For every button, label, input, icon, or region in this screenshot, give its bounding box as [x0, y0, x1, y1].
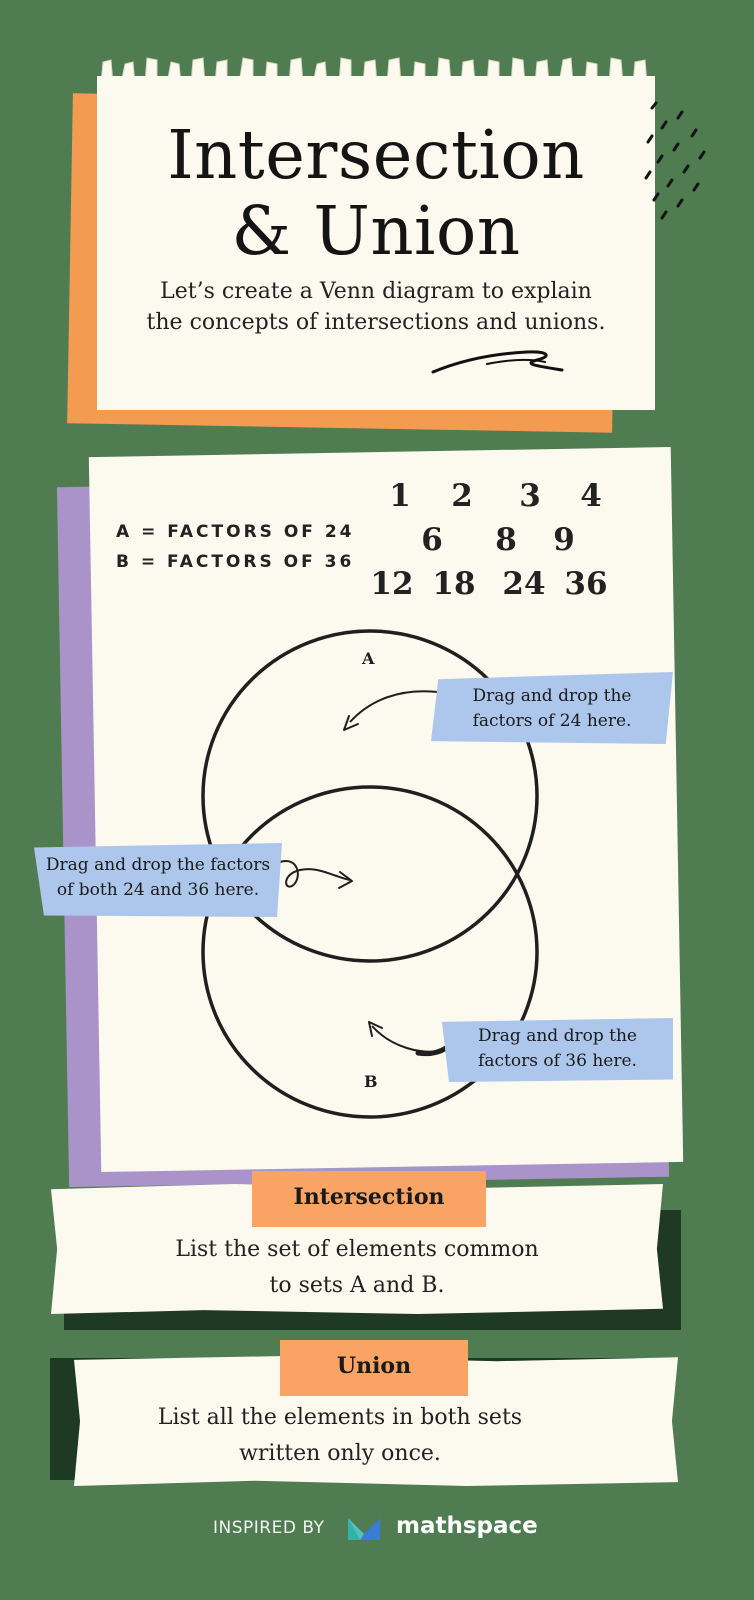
circle-a[interactable]	[201, 629, 539, 963]
mathspace-logo-icon	[348, 1518, 380, 1540]
subtitle-line-1: Let’s create a Venn diagram to explain	[160, 279, 592, 304]
tag-both-line-2: of both 24 and 36 here.	[56, 880, 260, 900]
circle-b[interactable]	[201, 785, 539, 1119]
factor-number[interactable]: 6	[421, 522, 443, 558]
circle-a-label: A	[362, 649, 375, 668]
intersection-text-line-1: List the set of elements common	[175, 1237, 539, 1262]
arrow-to-b	[371, 1025, 447, 1053]
factor-number[interactable]: 12	[370, 566, 414, 602]
union-text-line-1: List all the elements in both sets	[157, 1405, 523, 1430]
tag-b-line-2: factors of 36 here.	[478, 1051, 637, 1071]
intersection-heading: Intersection	[252, 1171, 486, 1227]
union-heading: Union	[280, 1340, 468, 1396]
set-b-definition: B = FACTORS OF 36	[116, 552, 355, 572]
inspired-by-label: INSPIRED BY	[213, 1518, 325, 1538]
union-text: List all the elements in both sets writt…	[74, 1400, 642, 1472]
dash-decoration	[644, 101, 706, 220]
venn-diagram	[201, 629, 539, 1119]
circle-b-label: B	[364, 1072, 378, 1091]
factor-number[interactable]: 18	[432, 566, 476, 602]
intersection-text: List the set of elements common to sets …	[51, 1232, 663, 1304]
arrow-to-intersection	[279, 860, 351, 888]
tag-a-line-2: factors of 24 here.	[472, 711, 632, 731]
union-text-line-2: written only once.	[239, 1441, 441, 1466]
factor-number[interactable]: 9	[553, 522, 575, 558]
factor-number[interactable]: 4	[580, 478, 602, 514]
factor-number[interactable]: 24	[502, 566, 546, 602]
factor-number[interactable]: 1	[389, 478, 411, 514]
arrow-to-a	[349, 690, 439, 723]
factor-number[interactable]: 2	[451, 478, 473, 514]
mathspace-brand: mathspace	[396, 1513, 538, 1539]
tag-both-line-1: Drag and drop the factors	[45, 855, 271, 875]
tag-drop-both: Drag and drop the factors of both 24 and…	[34, 843, 282, 917]
factor-number[interactable]: 3	[519, 478, 541, 514]
intersection-text-line-2: to sets A and B.	[269, 1273, 445, 1298]
tag-drop-factors-24: Drag and drop the factors of 24 here.	[431, 672, 673, 744]
title-card: Intersection & Union Let’s create a Venn…	[97, 80, 655, 410]
tag-a-line-1: Drag and drop the	[472, 686, 632, 706]
page-title-line-2: & Union	[231, 192, 521, 270]
set-a-definition: A = FACTORS OF 24	[116, 522, 355, 542]
factor-number[interactable]: 8	[495, 522, 517, 558]
scribble-decoration	[431, 350, 564, 374]
subtitle-line-2: the concepts of intersections and unions…	[146, 310, 606, 335]
tag-drop-factors-36: Drag and drop the factors of 36 here.	[442, 1018, 673, 1082]
page-title-line-1: Intersection	[167, 116, 585, 194]
factor-number[interactable]: 36	[564, 566, 608, 602]
tag-b-line-1: Drag and drop the	[478, 1026, 637, 1046]
page-subtitle: Let’s create a Venn diagram to explain t…	[117, 276, 635, 338]
